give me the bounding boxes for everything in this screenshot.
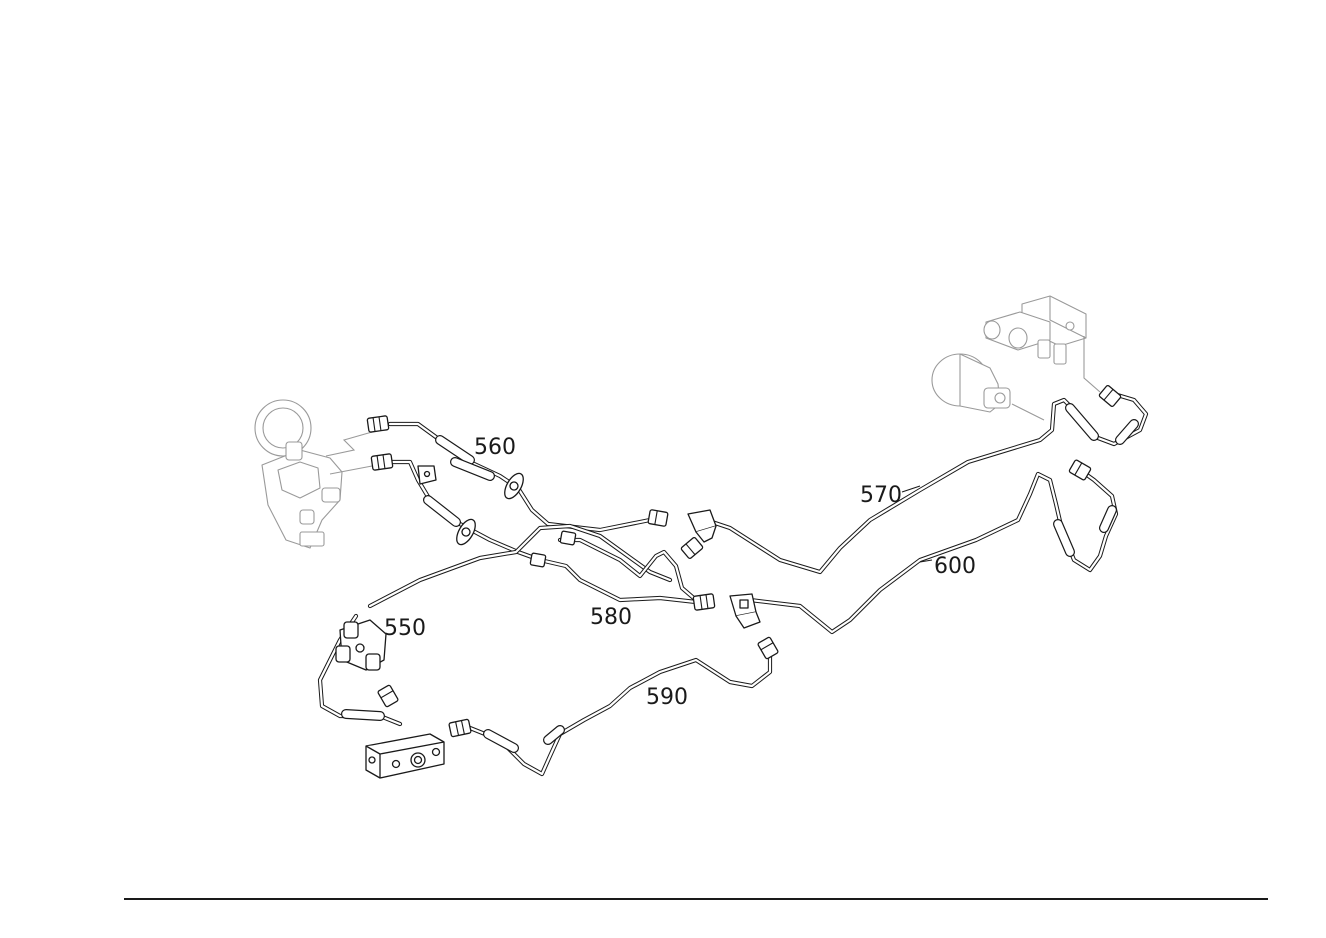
left-valve-assembly (254, 399, 373, 549)
pipe-570 (703, 391, 1149, 575)
pipe-560-lower (389, 459, 699, 605)
fitting-nut (1098, 385, 1122, 407)
fitting-nut (366, 415, 390, 433)
fitting-nut (529, 552, 547, 568)
pipe-570-core (704, 392, 1148, 574)
footer-rule (124, 898, 1268, 900)
fitting-nut (377, 684, 399, 708)
pipe-clamps (417, 465, 524, 546)
pipe-550 (367, 523, 673, 609)
fitting-nut (692, 593, 716, 611)
pipe-590 (467, 649, 773, 777)
pipe-560-lower-core (390, 460, 698, 604)
callout-labels: 560 570 600 580 550 590 (384, 435, 976, 710)
pipe-clamp (456, 518, 476, 546)
tee-connectors (687, 509, 761, 629)
fitting-nut (448, 718, 472, 738)
callout-590: 590 (646, 685, 688, 710)
tee-connector-upper (687, 509, 717, 543)
callout-600: 600 (934, 554, 976, 579)
callout-550: 550 (384, 616, 426, 641)
fitting-nut (559, 530, 577, 546)
fitting-nut (647, 509, 669, 527)
callout-560: 560 (474, 435, 516, 460)
pipe-600-core (748, 468, 1118, 634)
pipe-fittings (366, 385, 1122, 738)
fitting-nut (1068, 459, 1092, 481)
callout-570: 570 (860, 483, 902, 508)
fitting-nut (370, 453, 394, 471)
pipe-550-core (368, 524, 672, 608)
fitting-nut (757, 636, 779, 660)
distribution-block (365, 733, 445, 779)
lower-left-valve (335, 619, 387, 671)
hose-sleeves (341, 403, 1139, 753)
fitting-nut (680, 537, 704, 559)
callout-leaders (901, 485, 933, 563)
pipe-600-outline (747, 467, 1119, 635)
pipe-590-core (468, 650, 772, 776)
brake-pipes (317, 391, 1149, 777)
pipe-560-lower-outline (389, 459, 699, 605)
tee-connector-lower (729, 593, 761, 629)
pipe-580-outline (557, 537, 699, 603)
pipe-600 (747, 467, 1119, 635)
pipe-bracket (417, 465, 437, 485)
pipe-clamp (504, 472, 524, 500)
right-valve-block (983, 295, 1101, 393)
right-brake-chamber (931, 353, 1045, 421)
pipe-580 (557, 537, 699, 603)
callout-580: 580 (590, 605, 632, 630)
pipe-580-core (558, 538, 698, 602)
